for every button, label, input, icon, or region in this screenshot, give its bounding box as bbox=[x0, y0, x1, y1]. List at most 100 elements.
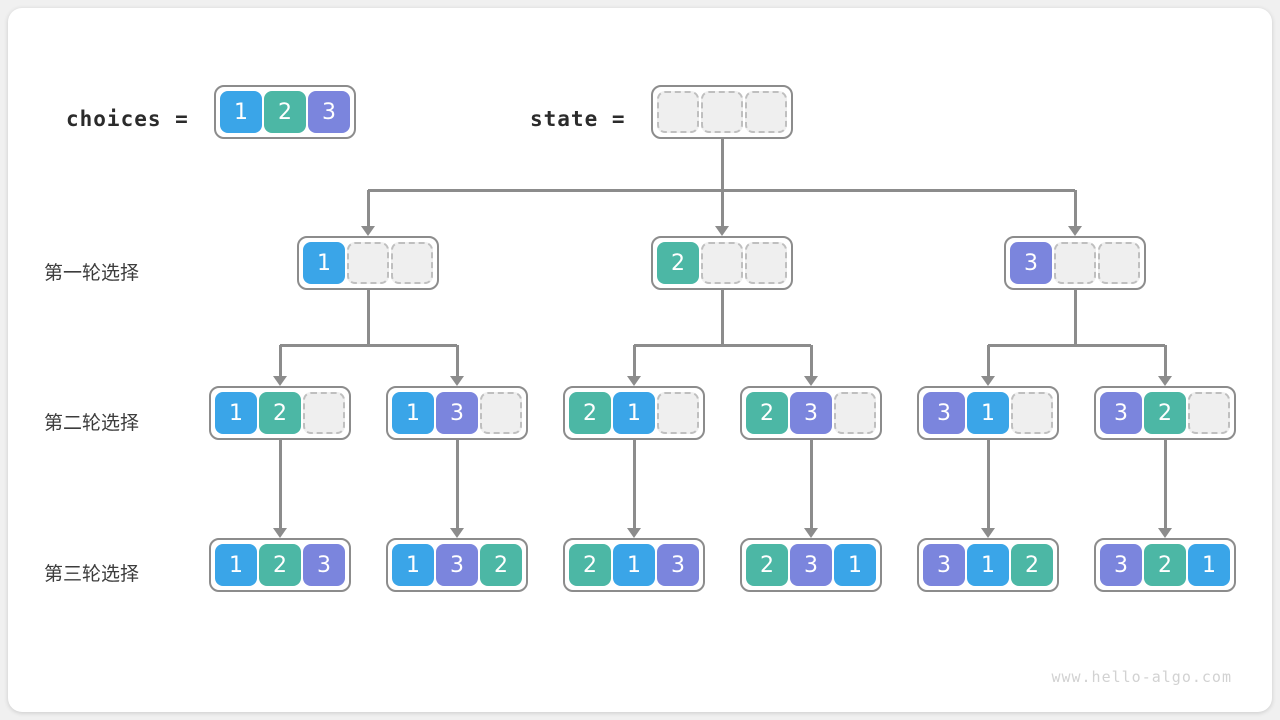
array-cell-empty bbox=[303, 392, 345, 434]
array-cell-filled: 2 bbox=[569, 544, 611, 586]
connector-arrowhead bbox=[273, 528, 287, 538]
connector-vertical bbox=[720, 190, 724, 227]
connector-horizontal bbox=[634, 343, 811, 347]
array-cell-filled: 1 bbox=[392, 544, 434, 586]
array-cell-empty bbox=[480, 392, 522, 434]
array-cell-filled: 1 bbox=[613, 392, 655, 434]
watermark: www.hello-algo.com bbox=[1051, 668, 1232, 686]
array-cell-filled: 1 bbox=[392, 392, 434, 434]
array-cell-empty bbox=[701, 91, 743, 133]
array-cell-empty bbox=[347, 242, 389, 284]
row-label-round-3: 第三轮选择 bbox=[44, 563, 140, 585]
connector-vertical bbox=[278, 345, 282, 377]
array-cell-filled: 3 bbox=[436, 392, 478, 434]
connector-arrowhead bbox=[450, 376, 464, 386]
array-cell-filled: 3 bbox=[436, 544, 478, 586]
array-cell-filled: 3 bbox=[790, 544, 832, 586]
array-cell-filled: 3 bbox=[303, 544, 345, 586]
array-cell-filled: 3 bbox=[923, 544, 965, 586]
connector-vertical bbox=[366, 290, 370, 345]
connector-arrowhead bbox=[1068, 226, 1082, 236]
row-label-round-2: 第二轮选择 bbox=[44, 412, 140, 434]
array-cell-empty bbox=[1011, 392, 1053, 434]
array-cell-filled: 3 bbox=[790, 392, 832, 434]
array-cell-filled: 2 bbox=[657, 242, 699, 284]
array-cell-filled: 2 bbox=[1144, 544, 1186, 586]
array-cell-empty bbox=[701, 242, 743, 284]
array-cell-empty bbox=[745, 91, 787, 133]
array-cell-filled: 1 bbox=[220, 91, 262, 133]
row-label-round-1: 第一轮选择 bbox=[44, 262, 140, 284]
array-cell-filled: 1 bbox=[303, 242, 345, 284]
array-cell-filled: 2 bbox=[264, 91, 306, 133]
connector-vertical bbox=[455, 345, 459, 377]
round1-array: 3 bbox=[1004, 236, 1146, 290]
round1-array: 1 bbox=[297, 236, 439, 290]
connector-vertical bbox=[1073, 290, 1077, 345]
array-cell-filled: 3 bbox=[1100, 544, 1142, 586]
connector-arrowhead bbox=[361, 226, 375, 236]
array-cell-filled: 1 bbox=[215, 392, 257, 434]
connector-arrowhead bbox=[627, 376, 641, 386]
connector-arrowhead bbox=[627, 528, 641, 538]
connector-arrowhead bbox=[804, 528, 818, 538]
array-cell-filled: 3 bbox=[657, 544, 699, 586]
array-cell-filled: 2 bbox=[480, 544, 522, 586]
array-cell-filled: 2 bbox=[746, 392, 788, 434]
array-cell-filled: 1 bbox=[967, 392, 1009, 434]
array-cell-filled: 3 bbox=[1100, 392, 1142, 434]
connector-arrowhead bbox=[804, 376, 818, 386]
connector-vertical bbox=[986, 440, 990, 529]
connector-arrowhead bbox=[1158, 376, 1172, 386]
connector-vertical bbox=[720, 290, 724, 345]
connector-vertical bbox=[720, 139, 724, 190]
array-cell-filled: 3 bbox=[308, 91, 350, 133]
array-cell-filled: 3 bbox=[923, 392, 965, 434]
connector-vertical bbox=[1163, 345, 1167, 377]
connector-vertical bbox=[1163, 440, 1167, 529]
array-cell-filled: 2 bbox=[1144, 392, 1186, 434]
array-cell-filled: 1 bbox=[1188, 544, 1230, 586]
array-cell-filled: 2 bbox=[259, 392, 301, 434]
array-cell-empty bbox=[1054, 242, 1096, 284]
connector-vertical bbox=[632, 440, 636, 529]
array-cell-empty bbox=[1098, 242, 1140, 284]
array-cell-filled: 1 bbox=[834, 544, 876, 586]
array-cell-empty bbox=[657, 91, 699, 133]
array-cell-filled: 3 bbox=[1010, 242, 1052, 284]
round1-array: 2 bbox=[651, 236, 793, 290]
connector-vertical bbox=[986, 345, 990, 377]
connector-vertical bbox=[366, 190, 370, 227]
array-cell-empty bbox=[657, 392, 699, 434]
connector-arrowhead bbox=[715, 226, 729, 236]
array-cell-filled: 1 bbox=[613, 544, 655, 586]
connector-vertical bbox=[1073, 190, 1077, 227]
connector-arrowhead bbox=[1158, 528, 1172, 538]
connector-horizontal bbox=[280, 343, 457, 347]
array-cell-empty bbox=[1188, 392, 1230, 434]
connector-vertical bbox=[455, 440, 459, 529]
array-cell-filled: 2 bbox=[569, 392, 611, 434]
array-cell-empty bbox=[745, 242, 787, 284]
connector-vertical bbox=[278, 440, 282, 529]
array-cell-filled: 2 bbox=[259, 544, 301, 586]
array-cell-empty bbox=[834, 392, 876, 434]
connector-vertical bbox=[632, 345, 636, 377]
choices-label: choices = bbox=[66, 107, 189, 131]
array-cell-filled: 2 bbox=[1011, 544, 1053, 586]
connector-arrowhead bbox=[273, 376, 287, 386]
array-cell-filled: 1 bbox=[215, 544, 257, 586]
